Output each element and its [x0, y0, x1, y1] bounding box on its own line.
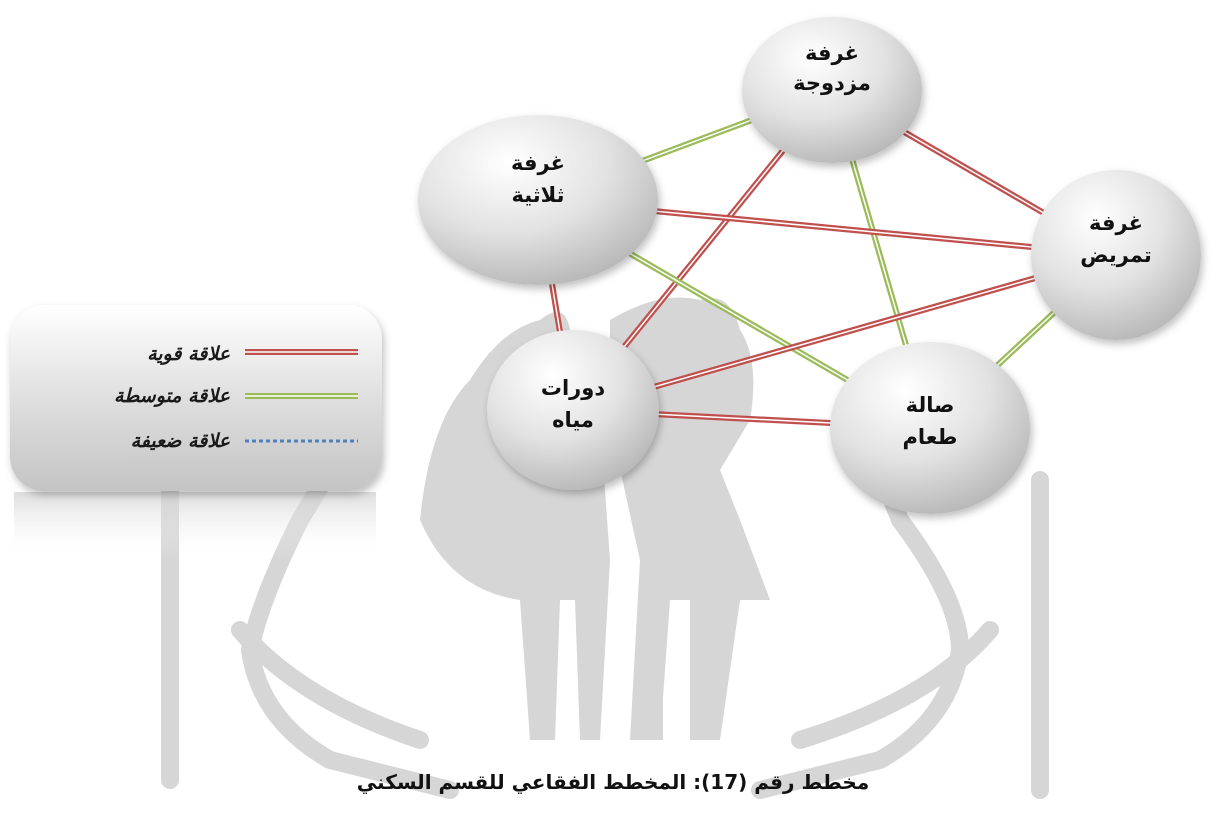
elderly-care-watermark-icon [161, 461, 1049, 799]
bubble-label-line2: مياه [552, 408, 594, 432]
legend-label: علاقة ضعيفة [131, 430, 231, 452]
bubble-double-room[interactable]: غرفة مزدوجة [742, 17, 922, 163]
legend-item-medium: علاقة متوسطة [114, 385, 358, 407]
diagram-caption: مخطط رقم (17): المخطط الفقاعي للقسم السك… [356, 770, 870, 794]
bubble-shape [487, 330, 659, 490]
bubble-label-line1: دورات [541, 376, 605, 400]
bubble-shape [830, 342, 1030, 514]
walking-cane [655, 460, 663, 740]
bubble-dining-hall[interactable]: صالة طعام [830, 342, 1030, 514]
bubble-label-line2: ثلاثية [511, 183, 564, 207]
bubble-label-line1: غرفة [511, 151, 565, 175]
legend-reflection [14, 492, 376, 560]
bubble-shape [1031, 170, 1201, 340]
bubble-label-line2: مزدوجة [793, 71, 871, 95]
legend-label: علاقة متوسطة [114, 385, 231, 407]
bubble-shape [742, 17, 922, 163]
bubble-label-line1: صالة [906, 393, 955, 417]
bubble-restrooms[interactable]: دورات مياه [487, 330, 659, 490]
legend-label: علاقة قوية [147, 343, 231, 365]
legend-box: علاقة قوية علاقة متوسطة علاقة ضعيفة [10, 305, 382, 560]
legend-item-strong: علاقة قوية [147, 343, 358, 365]
legend-item-weak: علاقة ضعيفة [131, 430, 358, 452]
bubble-nursing-room[interactable]: غرفة تمريض [1031, 170, 1201, 340]
bubble-label-line2: طعام [903, 425, 958, 449]
edge-nursing-wc [572, 252, 1117, 413]
bubble-label-line1: غرفة [1089, 211, 1143, 235]
bubble-triple-room[interactable]: غرفة ثلاثية [418, 115, 658, 285]
bubble-label-line1: غرفة [805, 41, 859, 65]
bubble-label-line2: تمريض [1080, 243, 1152, 267]
bubble-shape [418, 115, 658, 285]
lower-hand-outline [231, 621, 999, 749]
